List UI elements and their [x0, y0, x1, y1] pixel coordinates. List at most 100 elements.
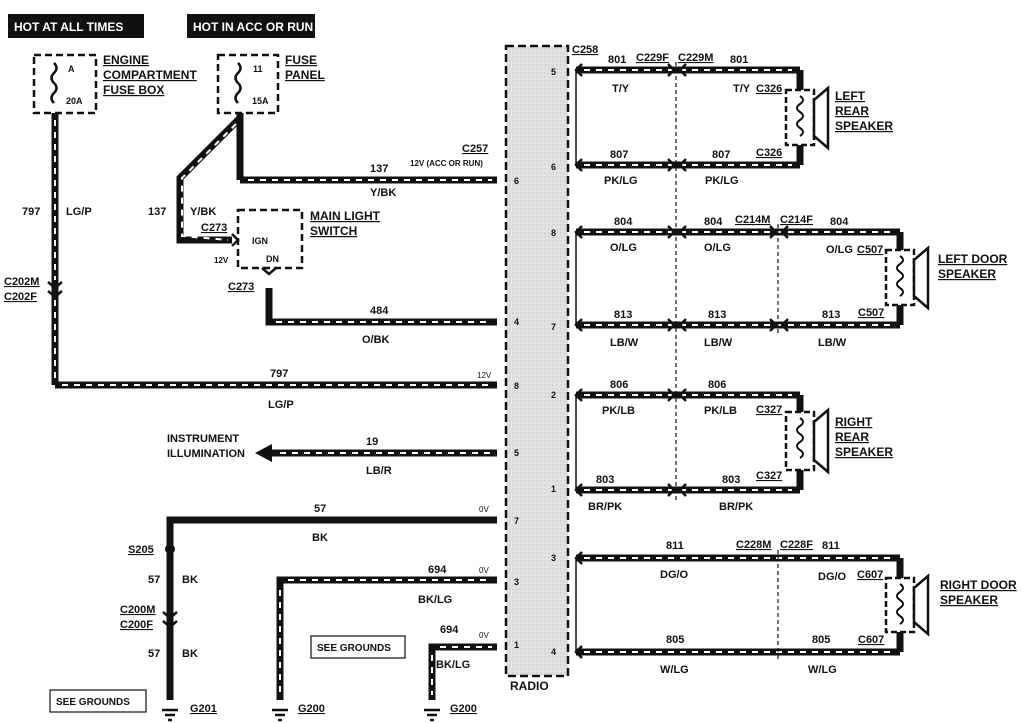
right-door-1: RIGHT DOOR — [940, 578, 1017, 592]
w804b: 804 — [704, 216, 723, 228]
w137-num-side: 137 — [148, 206, 166, 218]
lbw1: LB/W — [610, 337, 639, 349]
lbw3: LB/W — [818, 337, 847, 349]
see-grounds-box[interactable] — [49, 689, 147, 713]
c257-note: 12V (ACC OR RUN) — [410, 159, 483, 168]
pin-left: 1 — [514, 640, 519, 650]
w137-color: Y/BK — [370, 187, 396, 199]
w57c-color: BK — [182, 648, 198, 660]
connector-icon — [574, 63, 789, 659]
pin-left: 6 — [514, 176, 519, 186]
c229f: C229F — [636, 52, 669, 64]
pin-right: 3 — [551, 553, 556, 563]
switch-label-2: SWITCH — [310, 224, 357, 238]
c607a: C607 — [857, 569, 883, 581]
w484-num: 484 — [370, 305, 389, 317]
dgo1: DG/O — [660, 569, 689, 581]
g200b: G200 — [450, 703, 477, 715]
pklg2: PK/LG — [705, 175, 739, 187]
fuse-panel-label-1: FUSE — [285, 53, 317, 67]
fuse-icon — [50, 62, 58, 104]
w806a: 806 — [610, 379, 628, 391]
switch-12v: 12V — [214, 256, 229, 265]
w801b: 801 — [730, 54, 748, 66]
c214m: C214M — [735, 214, 770, 226]
panel-fuse-rating: 15A — [252, 96, 269, 106]
w57b-color: BK — [182, 574, 198, 586]
right-rear-3: SPEAKER — [835, 445, 893, 459]
c200f: C200F — [120, 619, 153, 631]
connector-icon — [261, 267, 277, 276]
w804c: 804 — [830, 216, 849, 228]
see-grounds-box[interactable] — [310, 635, 406, 659]
connector-icon — [231, 233, 240, 247]
olg1: O/LG — [610, 242, 637, 254]
w694b-color: BK/LG — [436, 659, 470, 671]
c202f: C202F — [4, 291, 37, 303]
olg2: O/LG — [704, 242, 731, 254]
ov2: 0V — [479, 566, 489, 575]
fuse-id: A — [68, 64, 75, 74]
radio-right-pins: 5 6 8 7 2 1 3 4 — [551, 67, 556, 657]
c228f: C228F — [780, 539, 813, 551]
fuse-panel-box: 11 15A — [216, 53, 280, 115]
w484-color: O/BK — [362, 334, 390, 346]
see-grounds-text[interactable]: SEE GROUNDS — [317, 643, 391, 654]
left-door-1: LEFT DOOR — [938, 252, 1008, 266]
s205: S205 — [128, 544, 154, 556]
w137-color-side: Y/BK — [190, 206, 216, 218]
w797b-num: 797 — [270, 368, 288, 380]
pin-left: 7 — [514, 516, 519, 526]
hot-in-acc-header — [187, 14, 315, 38]
w803b: 803 — [722, 474, 740, 486]
see-grounds-text[interactable]: SEE GROUNDS — [56, 697, 130, 708]
left-rear-1: LEFT — [835, 89, 866, 103]
c607b: C607 — [858, 634, 884, 646]
right-wires — [576, 66, 904, 656]
w807a: 807 — [610, 149, 628, 161]
c326b: C326 — [756, 147, 782, 159]
c229m: C229M — [678, 52, 713, 64]
c258-label: C258 — [572, 44, 598, 56]
w694-num: 694 — [428, 564, 447, 576]
w807b: 807 — [712, 149, 730, 161]
c327b: C327 — [756, 470, 782, 482]
c202m: C202M — [4, 276, 39, 288]
connector-dividers — [675, 62, 779, 662]
pin-right: 1 — [551, 484, 556, 494]
w19-num: 19 — [366, 436, 378, 448]
pklg1: PK/LG — [604, 175, 638, 187]
c273-top: C273 — [201, 222, 227, 234]
speaker-icon — [784, 407, 830, 475]
arrow-left-icon — [255, 444, 272, 462]
w57b-num: 57 — [148, 574, 160, 586]
radio-left-pins: 6 4 8 5 7 3 1 — [514, 176, 519, 650]
pin-right: 4 — [551, 647, 556, 657]
wlg1: W/LG — [660, 664, 689, 676]
w797-color: LG/P — [66, 206, 92, 218]
pin-right: 8 — [551, 228, 556, 238]
ov3: 0V — [479, 631, 489, 640]
w801a: 801 — [608, 54, 626, 66]
instrument-2: ILLUMINATION — [167, 448, 245, 460]
lbw2: LB/W — [704, 337, 733, 349]
instrument-1: INSTRUMENT — [167, 433, 239, 445]
w804a: 804 — [614, 216, 633, 228]
speaker-icon — [884, 573, 930, 637]
w813a: 813 — [614, 309, 632, 321]
w805a: 805 — [666, 634, 684, 646]
hot-in-acc-text: HOT IN ACC OR RUN — [193, 20, 313, 34]
pin-right: 6 — [551, 162, 556, 172]
pin-left: 3 — [514, 577, 519, 587]
w811a: 811 — [666, 540, 684, 552]
c507a: C507 — [857, 244, 883, 256]
c327a: C327 — [756, 404, 782, 416]
speaker-icon — [884, 245, 930, 311]
connector-icon — [162, 620, 178, 629]
fuse-panel-label-2: PANEL — [285, 68, 325, 82]
fuse-icon — [234, 62, 242, 104]
connector-icon — [47, 290, 63, 299]
pin-left: 4 — [514, 317, 519, 327]
ground-icon — [162, 708, 178, 722]
